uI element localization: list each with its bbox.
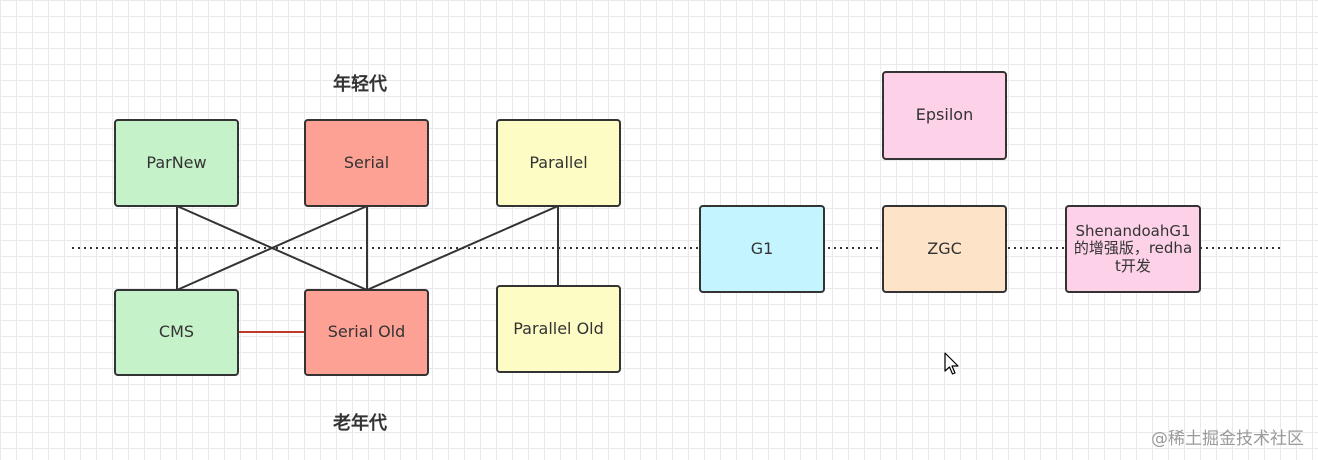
node-zgc[interactable]: ZGC (882, 205, 1007, 293)
node-label: Serial Old (327, 322, 406, 342)
node-parallel-old[interactable]: Parallel Old (496, 285, 621, 373)
link-serial-cms (176, 205, 368, 291)
old-generation-heading: 老年代 (333, 413, 387, 434)
node-epsilon[interactable]: Epsilon (882, 71, 1007, 160)
node-label: G1 (750, 238, 774, 258)
mouse-cursor-icon (944, 352, 959, 375)
link-parallel-serial-old (366, 205, 559, 291)
node-g1[interactable]: G1 (699, 205, 825, 293)
node-parnew[interactable]: ParNew (114, 119, 239, 207)
node-label: CMS (158, 322, 195, 342)
node-label: ZGC (927, 238, 962, 258)
node-label: Parallel Old (513, 318, 604, 338)
node-cms[interactable]: CMS (114, 289, 239, 376)
watermark: @稀土掘金技术社区 (1151, 429, 1304, 449)
node-label: ParNew (146, 152, 207, 172)
node-label: Epsilon (915, 105, 974, 125)
node-parallel[interactable]: Parallel (496, 119, 621, 207)
node-label: Serial (343, 152, 390, 172)
node-label: Parallel (529, 152, 588, 172)
node-serial[interactable]: Serial (304, 119, 429, 207)
node-shenandoah[interactable]: ShenandoahG1的增强版，redhat开发 (1065, 205, 1201, 293)
node-label: ShenandoahG1的增强版，redhat开发 (1073, 222, 1193, 275)
young-generation-heading: 年轻代 (333, 74, 387, 95)
node-serial-old[interactable]: Serial Old (304, 289, 429, 376)
